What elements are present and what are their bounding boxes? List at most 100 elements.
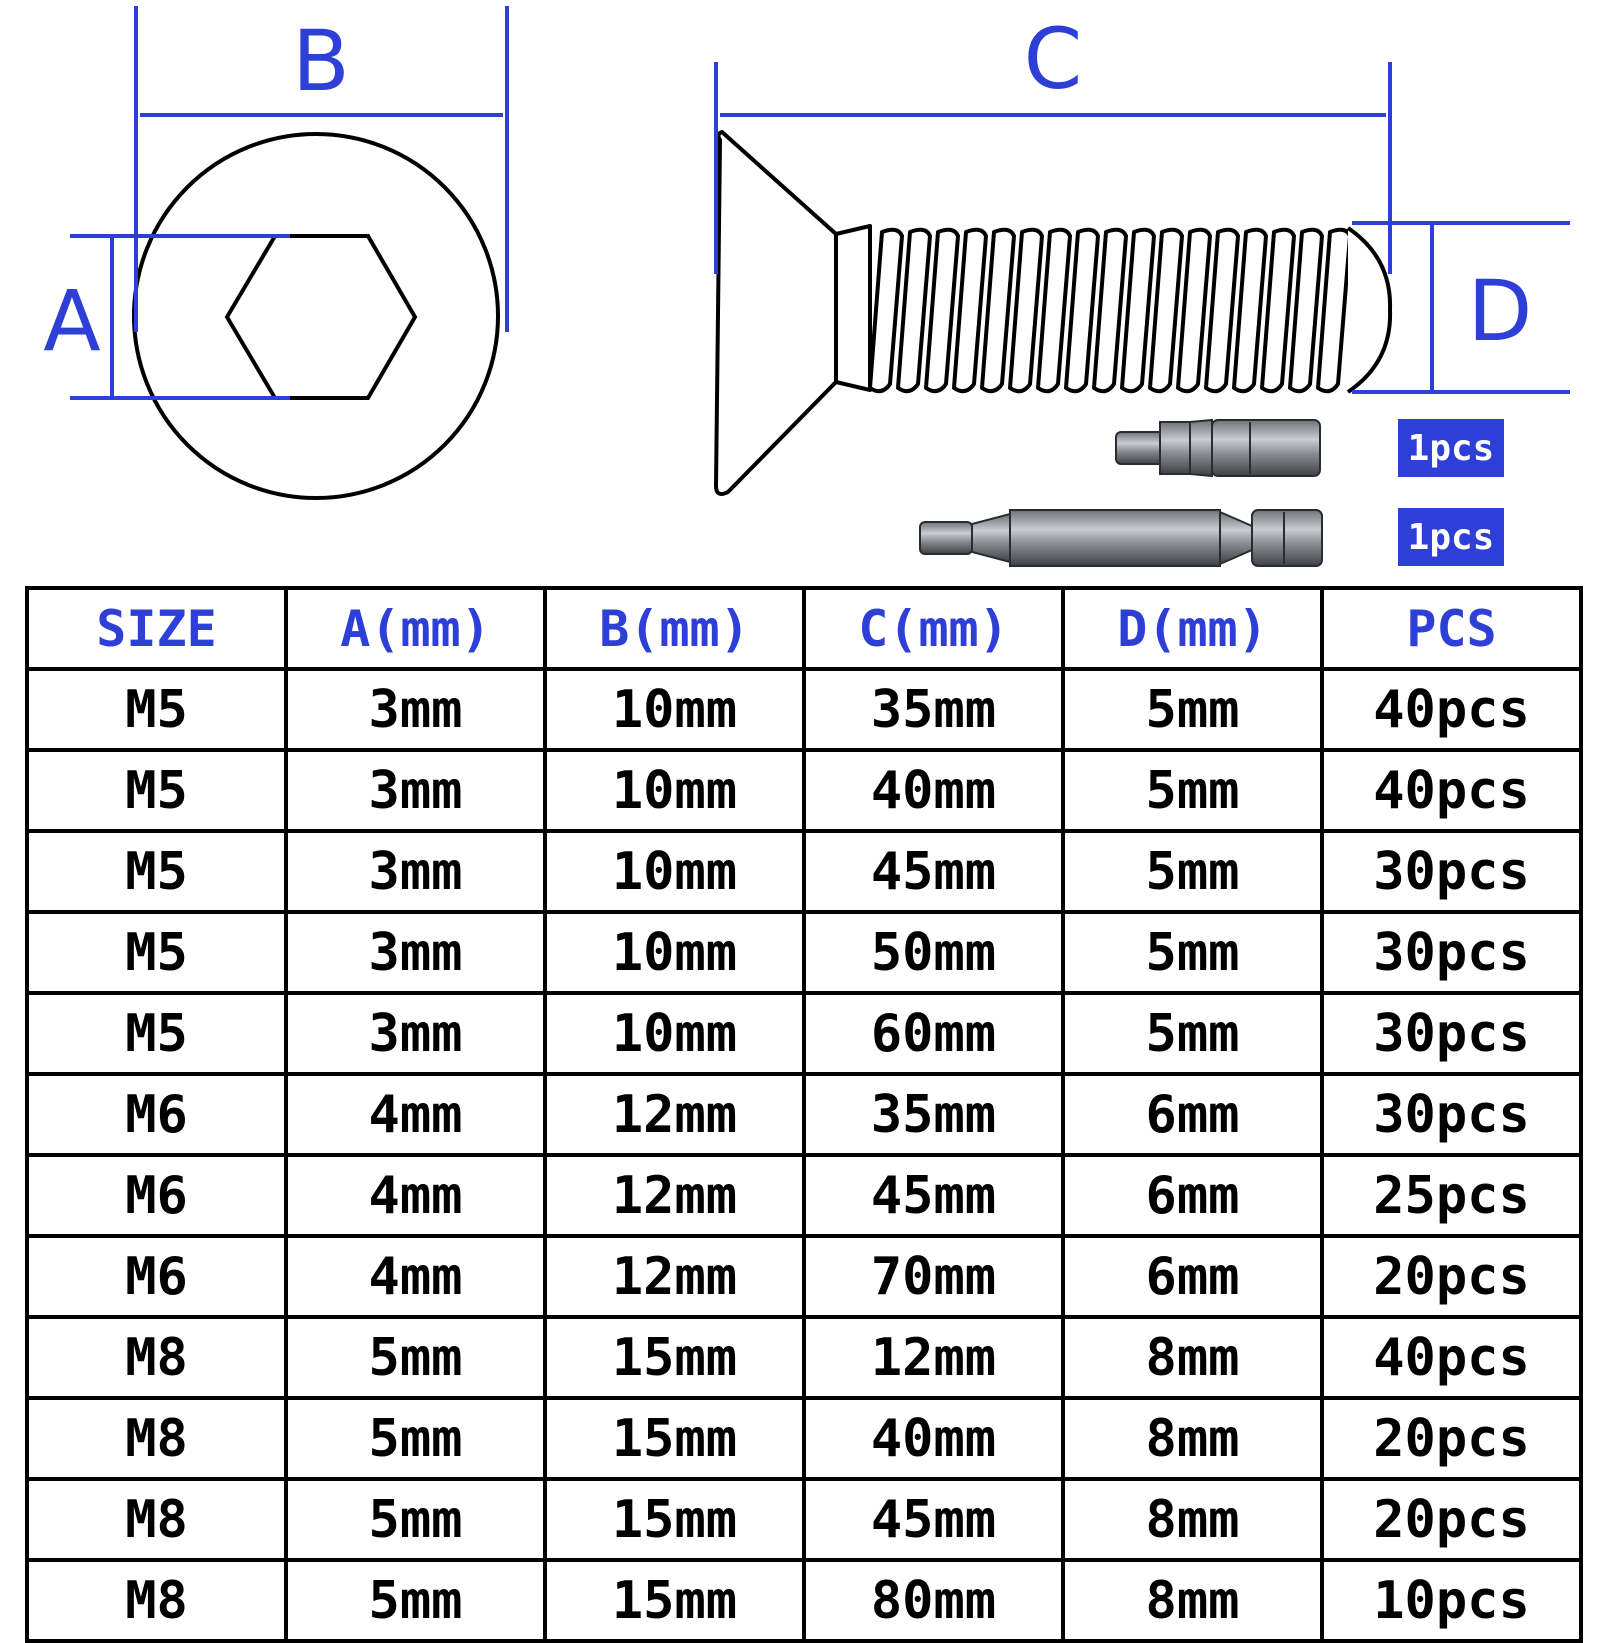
header-d: D(mm) xyxy=(1061,586,1324,671)
cell-c: 45mm xyxy=(802,1153,1065,1238)
cell-pcs: 20pcs xyxy=(1320,1234,1583,1319)
cell-d: 6mm xyxy=(1061,1234,1324,1319)
cell-c: 45mm xyxy=(802,1477,1065,1562)
cell-a: 5mm xyxy=(284,1396,547,1481)
cell-pcs: 20pcs xyxy=(1320,1477,1583,1562)
cell-size: M5 xyxy=(25,748,288,833)
dimension-b-label: B xyxy=(292,12,350,110)
cell-a: 3mm xyxy=(284,667,547,752)
cell-pcs: 40pcs xyxy=(1320,1315,1583,1400)
long-bit-quantity-badge: 1pcs xyxy=(1398,508,1504,566)
cell-d: 5mm xyxy=(1061,991,1324,1076)
countersunk-screw-side-view-icon xyxy=(714,130,1393,496)
header-b: B(mm) xyxy=(543,586,806,671)
cell-b: 15mm xyxy=(543,1396,806,1481)
cell-a: 3mm xyxy=(284,910,547,995)
size-specification-table: SIZE A(mm) B(mm) C(mm) D(mm) PCS M5 3mm … xyxy=(25,586,1583,1643)
cell-d: 6mm xyxy=(1061,1153,1324,1238)
cell-size: M8 xyxy=(25,1558,288,1643)
thread-coil xyxy=(1204,227,1240,394)
table-row: M8 5mm 15mm 45mm 8mm 20pcs xyxy=(25,1477,1583,1562)
table-header-row: SIZE A(mm) B(mm) C(mm) D(mm) PCS xyxy=(25,586,1583,671)
cell-b: 12mm xyxy=(543,1234,806,1319)
cell-d: 8mm xyxy=(1061,1396,1324,1481)
dimension-a xyxy=(70,234,290,400)
dimension-c-label: C xyxy=(1024,10,1083,108)
cell-c: 45mm xyxy=(802,829,1065,914)
cell-a: 3mm xyxy=(284,829,547,914)
cell-d: 8mm xyxy=(1061,1315,1324,1400)
cell-a: 5mm xyxy=(284,1477,547,1562)
cell-a: 5mm xyxy=(284,1315,547,1400)
cell-a: 4mm xyxy=(284,1072,547,1157)
thread-coil xyxy=(896,227,932,394)
cell-d: 5mm xyxy=(1061,667,1324,752)
table-row: M6 4mm 12mm 35mm 6mm 30pcs xyxy=(25,1072,1583,1157)
cell-d: 8mm xyxy=(1061,1477,1324,1562)
cell-size: M8 xyxy=(25,1477,288,1562)
thread-coil xyxy=(1232,227,1268,394)
table-row: M8 5mm 15mm 80mm 8mm 10pcs xyxy=(25,1558,1583,1643)
cell-b: 15mm xyxy=(543,1477,806,1562)
thread-coil xyxy=(1092,227,1128,394)
cell-c: 70mm xyxy=(802,1234,1065,1319)
header-c: C(mm) xyxy=(802,586,1065,671)
cell-size: M5 xyxy=(25,910,288,995)
cell-pcs: 40pcs xyxy=(1320,748,1583,833)
cell-c: 40mm xyxy=(802,1396,1065,1481)
cell-pcs: 30pcs xyxy=(1320,991,1583,1076)
cell-c: 35mm xyxy=(802,667,1065,752)
cell-size: M5 xyxy=(25,829,288,914)
screw-head-top-view-icon xyxy=(132,132,500,500)
thread-coil xyxy=(924,227,960,394)
cell-pcs: 30pcs xyxy=(1320,829,1583,914)
cell-a: 4mm xyxy=(284,1234,547,1319)
cell-a: 3mm xyxy=(284,748,547,833)
thread-coil xyxy=(1036,227,1072,394)
table-row: M8 5mm 15mm 40mm 8mm 20pcs xyxy=(25,1396,1583,1481)
table-row: M5 3mm 10mm 60mm 5mm 30pcs xyxy=(25,991,1583,1076)
thread-coil xyxy=(1260,227,1296,394)
thread-coil xyxy=(952,227,988,394)
thread-coil xyxy=(1176,227,1212,394)
cell-size: M6 xyxy=(25,1153,288,1238)
screw-dimension-diagram: B A C D xyxy=(43,6,1570,567)
thread-coil xyxy=(1120,227,1156,394)
table-row: M5 3mm 10mm 35mm 5mm 40pcs xyxy=(25,667,1583,752)
dimension-d-label: D xyxy=(1468,262,1533,360)
cell-c: 35mm xyxy=(802,1072,1065,1157)
cell-c: 40mm xyxy=(802,748,1065,833)
thread-coil xyxy=(1008,227,1044,394)
thread-coil xyxy=(1288,227,1324,394)
cell-size: M8 xyxy=(25,1315,288,1400)
table-row: M6 4mm 12mm 70mm 6mm 20pcs xyxy=(25,1234,1583,1319)
cell-b: 12mm xyxy=(543,1072,806,1157)
cell-b: 10mm xyxy=(543,991,806,1076)
cell-pcs: 40pcs xyxy=(1320,667,1583,752)
thread-coil xyxy=(1148,227,1184,394)
cell-b: 10mm xyxy=(543,829,806,914)
thread-coil xyxy=(868,227,904,394)
table-row: M5 3mm 10mm 50mm 5mm 30pcs xyxy=(25,910,1583,995)
cell-size: M5 xyxy=(25,667,288,752)
table-row: M5 3mm 10mm 40mm 5mm 40pcs xyxy=(25,748,1583,833)
cell-a: 3mm xyxy=(284,991,547,1076)
table-row: M6 4mm 12mm 45mm 6mm 25pcs xyxy=(25,1153,1583,1238)
cell-b: 15mm xyxy=(543,1558,806,1643)
cell-size: M5 xyxy=(25,991,288,1076)
header-pcs: PCS xyxy=(1320,586,1583,671)
cell-d: 5mm xyxy=(1061,829,1324,914)
cell-d: 5mm xyxy=(1061,910,1324,995)
cell-pcs: 30pcs xyxy=(1320,1072,1583,1157)
thread-coil xyxy=(1064,227,1100,394)
thread-coil xyxy=(980,227,1016,394)
dimension-b xyxy=(134,6,509,332)
cell-d: 6mm xyxy=(1061,1072,1324,1157)
cell-b: 10mm xyxy=(543,748,806,833)
cell-c: 80mm xyxy=(802,1558,1065,1643)
cell-a: 4mm xyxy=(284,1153,547,1238)
short-bit-quantity-badge: 1pcs xyxy=(1398,419,1504,477)
cell-d: 8mm xyxy=(1061,1558,1324,1643)
cell-size: M8 xyxy=(25,1396,288,1481)
cell-pcs: 25pcs xyxy=(1320,1153,1583,1238)
